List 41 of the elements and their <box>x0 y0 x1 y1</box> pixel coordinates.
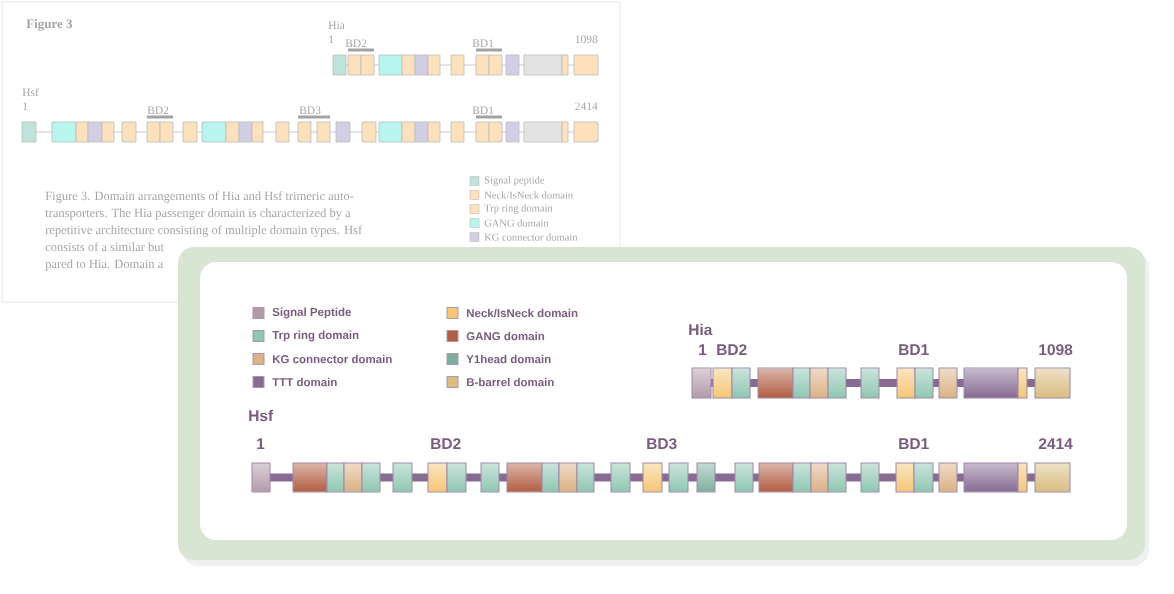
caption-line: pared to Hia. Domain a <box>45 259 164 271</box>
legend-item: KG connector domain <box>469 232 578 242</box>
position-number: 2414 <box>1038 438 1073 449</box>
legend-item: Signal Peptide <box>252 307 352 319</box>
position-number: 1 <box>329 35 334 43</box>
legend-item: Signal peptide <box>469 176 545 186</box>
region-label: BD2 <box>717 344 747 355</box>
region-label: BD2 <box>431 438 461 449</box>
protein-name: Hsf <box>22 87 39 97</box>
legend-item: TTT domain <box>252 376 337 388</box>
legend-item: GANG domain <box>469 218 549 228</box>
position-number: 1098 <box>575 35 598 44</box>
legend-item: Trp ring domain <box>252 330 359 342</box>
region-label: BD1 <box>472 106 494 115</box>
protein-name: Hsf <box>249 409 274 422</box>
legend-item: Y1head domain <box>446 353 551 365</box>
caption-line: consists of a similar but <box>45 242 164 252</box>
caption-line: Figure 3. Domain arrangements of Hia and Hsf trimeric auto- <box>45 191 354 203</box>
region-label: BD1 <box>472 39 494 48</box>
position-number: 1 <box>23 102 28 110</box>
region-label: BD3 <box>299 106 321 115</box>
region-label: BD2 <box>147 106 169 115</box>
legend-item: Neck/IsNeck domain <box>469 190 573 200</box>
legend-item: Trp ring domain <box>469 204 553 214</box>
legend-item: Neck/IsNeck domain <box>446 307 578 319</box>
position-number: 1098 <box>1039 344 1073 356</box>
protein-name: Hia <box>689 323 713 336</box>
caption-line: repetitive architecture consisting of multiple domain types. Hsf <box>45 225 363 237</box>
position-number: 2414 <box>575 102 598 110</box>
position-number: 1 <box>257 438 265 449</box>
legend-item: B-barrel domain <box>446 376 554 388</box>
figure-title: Figure 3 <box>26 19 73 31</box>
legend-item: GANG domain <box>446 330 545 342</box>
caption-line: transporters. The Hia passenger domain is characterized by a <box>45 208 351 220</box>
region-label: BD1 <box>899 344 929 355</box>
protein-name: Hia <box>328 21 345 30</box>
region-label: BD1 <box>899 438 929 449</box>
legend-item: KG connector domain <box>252 353 392 365</box>
region-label: BD2 <box>345 39 367 48</box>
region-label: BD3 <box>647 438 677 450</box>
position-number: 1 <box>699 344 707 355</box>
